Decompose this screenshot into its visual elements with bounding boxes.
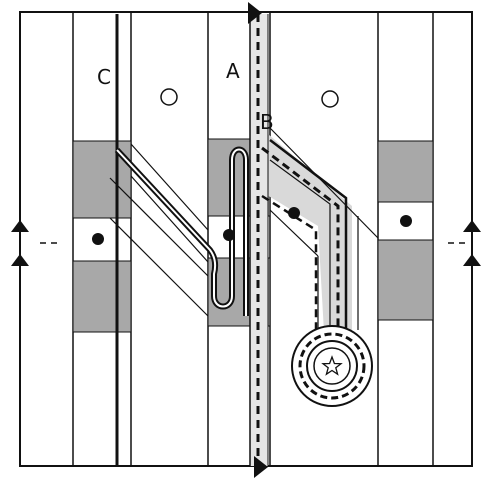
path-b-solid [269, 139, 348, 342]
column-lines [72, 12, 434, 466]
shaded-block [377, 239, 434, 321]
corridor-edge [109, 177, 209, 277]
goal-target [291, 325, 373, 407]
open-circle-icon [321, 90, 339, 108]
label-a: A [226, 59, 240, 83]
goal-ring-dashed [298, 332, 366, 400]
corridor-edge [269, 159, 331, 330]
corridor-edge [130, 143, 209, 231]
label-c: C [97, 65, 111, 89]
filled-dot-icon [400, 215, 412, 227]
label-b: B [260, 110, 274, 134]
white-gaps [73, 201, 433, 262]
corridor-edge [109, 217, 209, 317]
corridor-edge [130, 175, 209, 263]
arrowhead-icon [254, 456, 268, 478]
filled-dot-icon [223, 229, 235, 241]
corridor-edge [269, 209, 319, 257]
right-side-marker [448, 220, 481, 266]
open-circle-icon [160, 88, 178, 106]
corridor-outlines [109, 127, 379, 330]
arrowhead-icon [248, 2, 262, 24]
corridor-edge [269, 127, 379, 239]
filled-dot-icon [92, 233, 104, 245]
arrowhead-icon [11, 254, 29, 266]
star-icon [321, 355, 343, 376]
arrowhead-icon [463, 220, 481, 232]
shaded-block [72, 260, 132, 333]
filled-dot-icon [288, 207, 300, 219]
path-b-dashed-outer [261, 146, 340, 360]
arrowhead-icon [463, 254, 481, 266]
shaded-block [377, 140, 434, 203]
path-c-route-core [116, 148, 247, 316]
arrowhead-icon [11, 220, 29, 232]
left-side-marker [11, 220, 60, 266]
